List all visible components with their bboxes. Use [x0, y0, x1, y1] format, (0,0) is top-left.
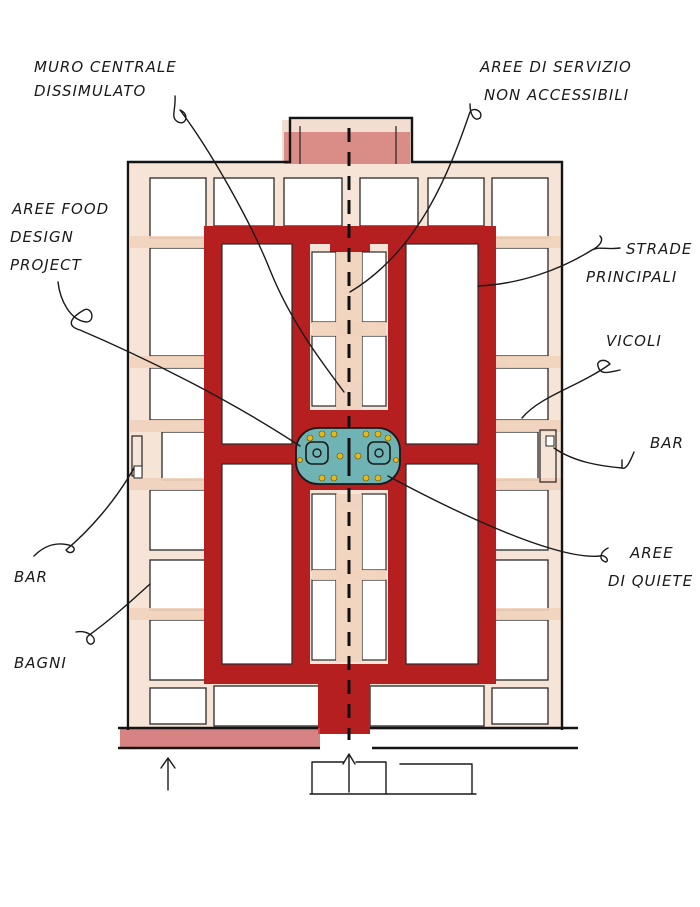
outer-walls [118, 116, 578, 750]
quiet-area [295, 427, 401, 485]
inner-blocks [221, 243, 479, 665]
entrance-arrow-icon [342, 753, 356, 793]
label-muro-2: DISSIMULATO [34, 82, 146, 100]
bar-dots [297, 430, 399, 482]
side-entrance-arrow-icon [160, 757, 176, 791]
label-muro-1: MURO CENTRALE [34, 58, 177, 76]
entrance [309, 761, 477, 795]
label-bar-left: BAR [14, 568, 48, 586]
secondary-alleys [130, 236, 562, 620]
label-quiete-1: AREE [629, 544, 674, 562]
label-bagni: BAGNI [14, 654, 67, 672]
label-servizio-2: NON ACCESSIBILI [484, 86, 629, 104]
leader-lines [33, 95, 635, 645]
label-vicoli: VICOLI [606, 332, 662, 350]
label-strade-1: STRADE [626, 240, 692, 258]
main-streets [120, 132, 496, 748]
label-food-1: AREE FOOD [11, 200, 109, 218]
label-food-2: DESIGN [10, 228, 74, 246]
label-food-3: PROJECT [10, 256, 83, 274]
annotations: MURO CENTRALE DISSIMULATO AREE DI SERVIZ… [10, 58, 693, 672]
label-quiete-2: DI QUIETE [608, 572, 693, 590]
label-strade-2: PRINCIPALI [586, 268, 677, 286]
label-bar-right: BAR [650, 434, 684, 452]
label-servizio-1: AREE DI SERVIZIO [479, 58, 632, 76]
